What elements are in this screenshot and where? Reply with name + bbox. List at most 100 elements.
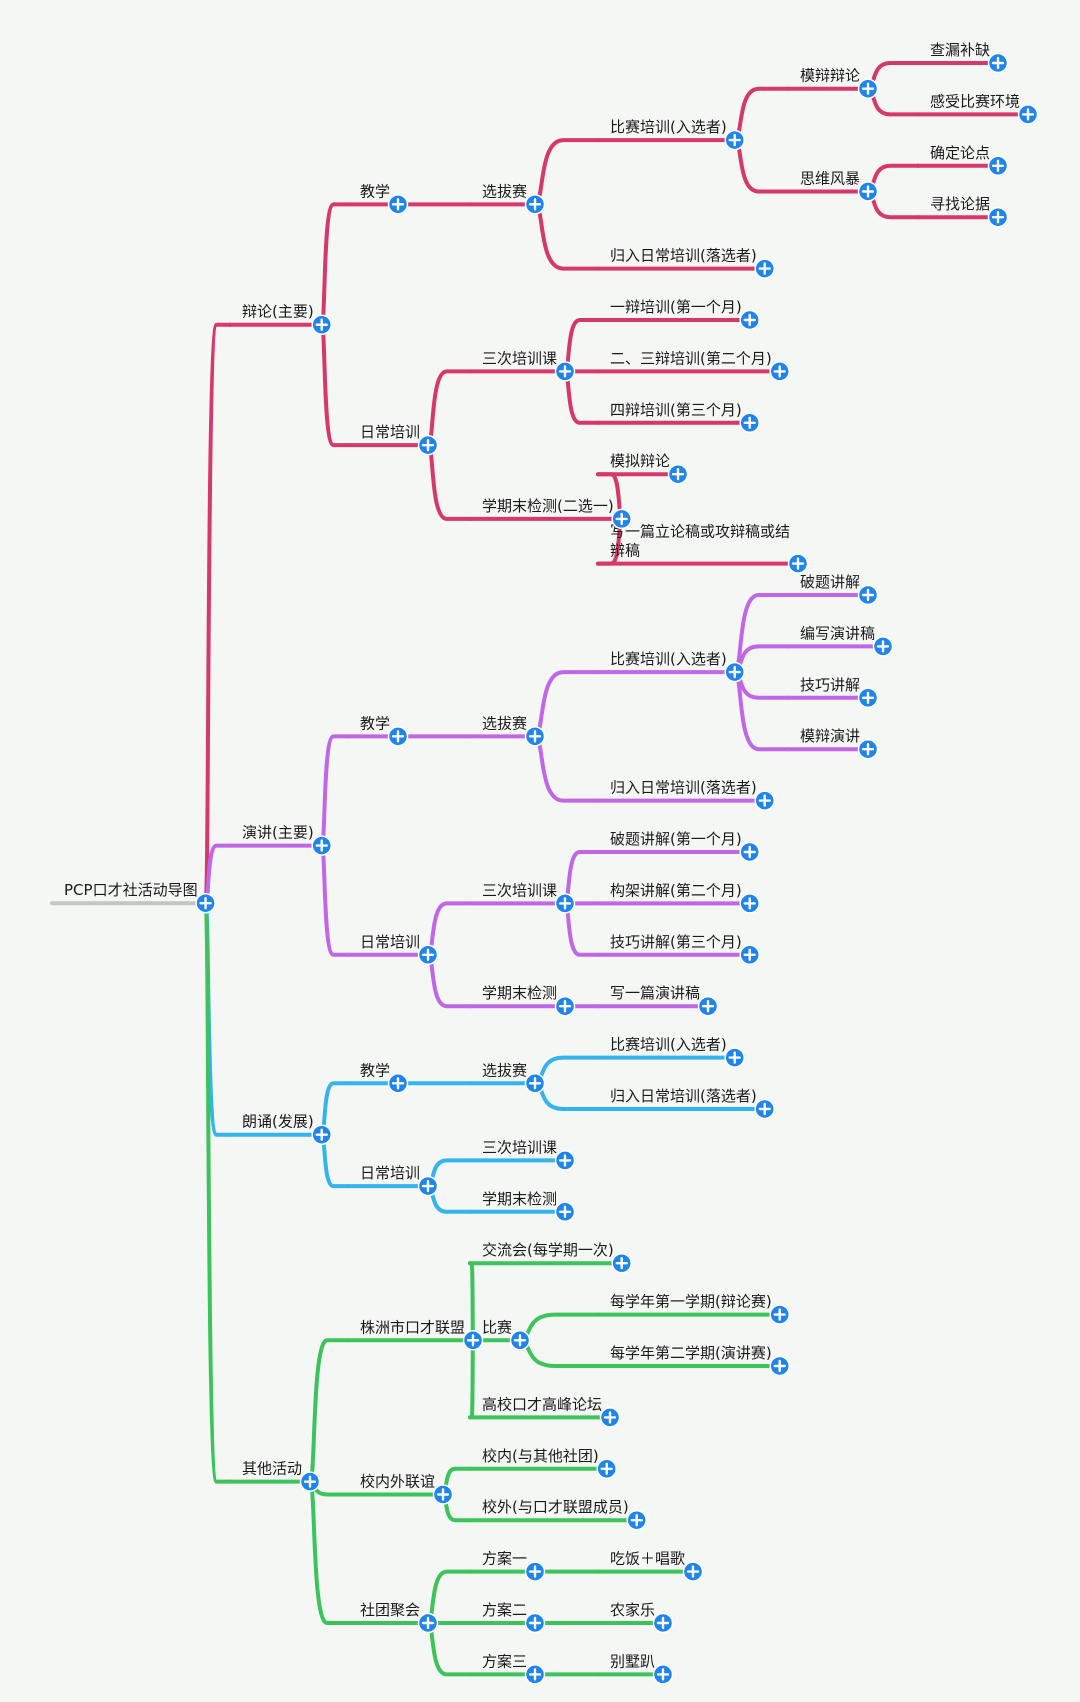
expand-button[interactable] xyxy=(311,314,332,335)
plus-glyph xyxy=(558,1205,572,1218)
node-label: 归入日常培训(落选者) xyxy=(610,779,757,797)
expand-button[interactable] xyxy=(524,726,546,747)
plus-glyph xyxy=(671,468,685,481)
expand-button[interactable] xyxy=(724,661,745,683)
plus-glyph xyxy=(758,262,771,275)
connector-line xyxy=(203,322,232,906)
plus-glyph xyxy=(876,640,890,653)
plus-glyph xyxy=(743,845,756,859)
plus-glyph xyxy=(991,56,1005,70)
plus-glyph xyxy=(558,1154,572,1167)
expand-button[interactable] xyxy=(417,434,439,456)
expand-button[interactable] xyxy=(739,309,760,331)
node-label: 社团聚会 xyxy=(360,1601,420,1619)
expand-button[interactable] xyxy=(554,995,576,1017)
node-label: 归入日常培训(落选者) xyxy=(610,247,757,265)
plus-glyph xyxy=(436,1488,450,1501)
plus-glyph xyxy=(528,730,542,743)
expand-button[interactable] xyxy=(987,52,1009,74)
root-topic-label: PCP口才社活动导图 xyxy=(64,881,198,899)
expand-button[interactable] xyxy=(754,1098,775,1120)
expand-button[interactable] xyxy=(596,1458,617,1480)
expand-button[interactable] xyxy=(524,1664,546,1685)
node-label: 寻找论据 xyxy=(930,195,990,213)
node-label: 四辩培训(第三个月) xyxy=(610,401,742,419)
expand-button[interactable] xyxy=(857,181,879,202)
expand-button[interactable] xyxy=(652,1664,674,1685)
connector-line xyxy=(308,1338,350,1484)
plus-glyph xyxy=(743,948,756,961)
expand-button[interactable] xyxy=(739,893,760,914)
node-label: 确定论点 xyxy=(930,144,990,162)
expand-button[interactable] xyxy=(724,1047,745,1068)
node-label: 每学年第二学期(演讲赛) xyxy=(610,1344,772,1362)
node-label: 归入日常培训(落选者) xyxy=(610,1087,757,1105)
expand-button[interactable] xyxy=(554,1201,576,1223)
expand-button[interactable] xyxy=(462,1330,484,1351)
expand-button[interactable] xyxy=(417,1175,439,1197)
expand-button[interactable] xyxy=(387,194,409,215)
expand-button[interactable] xyxy=(524,1073,546,1094)
expand-button[interactable] xyxy=(857,584,879,606)
expand-button[interactable] xyxy=(311,835,332,856)
expand-button[interactable] xyxy=(754,790,775,811)
node-label: 辩稿 xyxy=(610,542,640,560)
expand-button[interactable] xyxy=(769,1304,790,1325)
expand-button[interactable] xyxy=(769,361,790,382)
expand-button[interactable] xyxy=(667,463,689,485)
expand-button[interactable] xyxy=(987,206,1009,228)
plus-glyph xyxy=(603,1411,617,1424)
expand-button[interactable] xyxy=(857,738,879,760)
expand-button[interactable] xyxy=(857,687,879,709)
node-label: 技巧讲解(第三个月) xyxy=(610,933,742,951)
expand-button[interactable] xyxy=(311,1124,332,1145)
expand-button[interactable] xyxy=(387,1073,409,1094)
expand-button[interactable] xyxy=(524,1612,546,1634)
plus-glyph xyxy=(861,185,875,198)
expand-button[interactable] xyxy=(611,508,632,530)
expand-button[interactable] xyxy=(524,194,546,215)
plus-glyph xyxy=(743,313,756,327)
expand-button[interactable] xyxy=(432,1484,454,1505)
expand-button[interactable] xyxy=(554,893,576,914)
expand-button[interactable] xyxy=(417,944,439,966)
node-label: 选拔赛 xyxy=(482,182,527,200)
plus-glyph xyxy=(513,1334,527,1347)
expand-button[interactable] xyxy=(652,1612,674,1634)
plus-glyph xyxy=(466,1334,480,1347)
plus-glyph xyxy=(615,1256,628,1270)
expand-button[interactable] xyxy=(769,1355,790,1377)
expand-button[interactable] xyxy=(872,636,894,657)
plus-glyph xyxy=(791,557,805,570)
expand-button[interactable] xyxy=(524,1561,546,1582)
expand-button[interactable] xyxy=(724,129,745,151)
expand-button[interactable] xyxy=(1017,104,1039,125)
expand-button[interactable] xyxy=(509,1330,531,1351)
expand-button[interactable] xyxy=(417,1612,439,1634)
expand-button[interactable] xyxy=(299,1471,321,1492)
expand-button[interactable] xyxy=(739,841,760,863)
connector-lines xyxy=(50,61,1030,1677)
node-label: 朗诵(发展) xyxy=(242,1113,314,1131)
node-label: 技巧讲解 xyxy=(800,676,860,694)
expand-button[interactable] xyxy=(599,1407,621,1428)
expand-button[interactable] xyxy=(554,1150,576,1171)
plus-glyph xyxy=(615,512,628,526)
expand-button[interactable] xyxy=(754,258,775,279)
expand-button[interactable] xyxy=(682,1561,704,1582)
expand-button[interactable] xyxy=(987,155,1009,177)
expand-button[interactable] xyxy=(387,726,409,747)
expand-button[interactable] xyxy=(611,1252,632,1274)
node-label: 比赛培训(入选者) xyxy=(610,650,727,668)
expand-button[interactable] xyxy=(739,412,760,434)
expand-button[interactable] xyxy=(739,944,760,966)
expand-button[interactable] xyxy=(857,78,879,99)
expand-button[interactable] xyxy=(787,553,809,574)
expand-button[interactable] xyxy=(626,1509,647,1531)
expand-button[interactable] xyxy=(697,995,719,1017)
plus-glyph xyxy=(861,742,875,756)
expand-button[interactable] xyxy=(554,361,576,382)
expand-button[interactable] xyxy=(195,892,216,914)
node-label: 三次培训课 xyxy=(482,349,557,367)
node-label: 思维风暴 xyxy=(800,170,860,188)
